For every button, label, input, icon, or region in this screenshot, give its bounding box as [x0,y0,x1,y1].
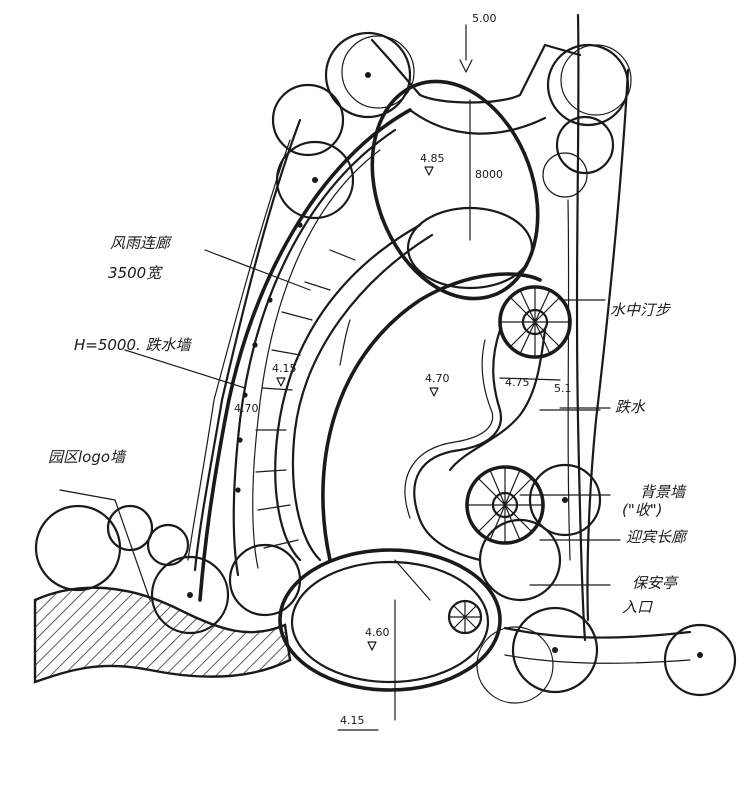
leader-lines [59,249,621,601]
label-security-booth: 保安亭 [632,574,679,592]
road-hatch [33,586,292,684]
elev-right-step: 4.75 [505,376,530,389]
bottom-leader [394,559,431,601]
elev-right-water: 5.1 [554,382,572,395]
elev-left-lower: 4.70 [234,402,259,415]
label-logo-wall: 园区logo墙 [48,448,127,466]
elev-bottom: 4.15 [340,714,365,727]
label-welcome-corridor: 迎宾长廊 [626,528,689,546]
central-plaza [321,272,601,562]
elev-center: 4.70 [425,372,450,385]
feature-tree-small [447,599,483,635]
elev-left-mid: 4.15 [272,362,297,375]
label-corridor-width: 3500宽 [108,264,163,282]
feature-tree-lower [465,465,545,545]
label-wall-height: H=5000. 跌水墙 [74,336,193,354]
bottom-oval-inner [290,560,490,684]
road-edges [503,13,692,664]
label-feature-wall-note: ("收") [622,501,663,519]
upper-oval-plaza [370,79,540,301]
trees [34,31,737,704]
bottom-oval-plaza [278,548,502,692]
label-entrance: 入口 [622,598,653,616]
label-drop-water: 跌水 [615,398,646,416]
elev-plaza-top: 4.85 [420,152,445,165]
wind-rain-corridor [187,108,434,602]
elev-top: 5.00 [472,12,497,25]
elev-dim-top: 8000 [475,168,503,181]
middle-oval [406,206,534,290]
top-entrance [370,24,582,241]
label-feature-wall: 背景墙 [640,483,687,501]
label-water-stepping: 水中汀步 [610,301,672,319]
elevation-marks: 5.00 4.85 8000 4.70 4.15 4.70 4.75 5.1 4… [234,12,572,731]
feature-tree-upper [498,285,572,359]
label-wind-rain-corridor: 风雨连廊 [110,234,173,252]
elev-bottom-oval: 4.60 [365,626,390,639]
